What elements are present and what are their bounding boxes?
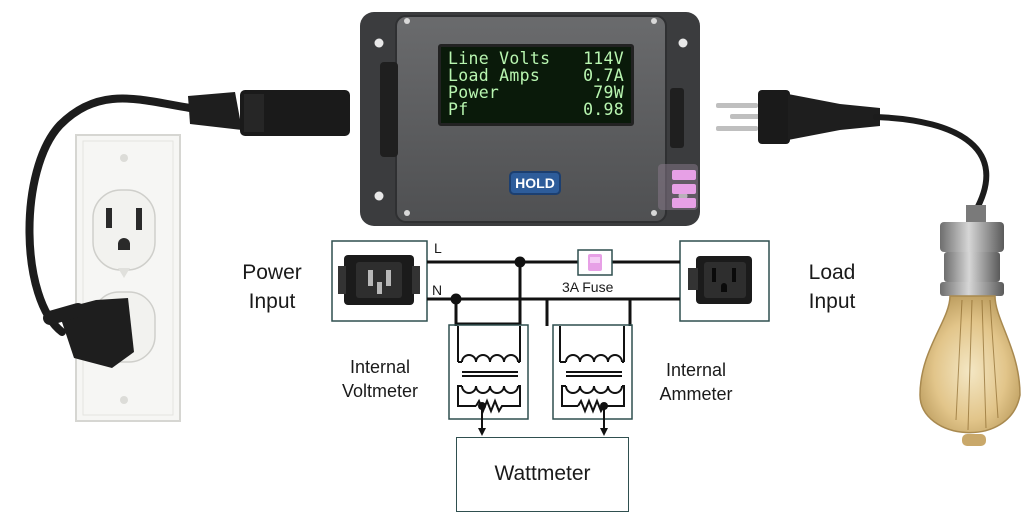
wall-outlet (75, 134, 181, 422)
lcd-row-pf: Pf 0.98 (448, 101, 624, 118)
lcd-value: 79W (593, 83, 624, 102)
lcd-row-line-volts: Line Volts 114V (448, 50, 624, 67)
lcd-label: Power (448, 83, 500, 102)
light-bulb (919, 205, 1021, 446)
line-label: L (434, 240, 442, 256)
power-cord-left (25, 90, 350, 368)
wattmeter-box: Wattmeter (456, 437, 629, 512)
label-line: Input (248, 290, 296, 313)
lcd-value: 0.7A (583, 66, 624, 85)
lcd-value: 114V (583, 49, 624, 68)
lcd-label: Load Amps (448, 66, 541, 85)
fuse-icon (577, 249, 613, 276)
voltmeter-transformer (448, 324, 529, 430)
ammeter-transformer (552, 324, 633, 430)
lcd-display: Line Volts 114V Load Amps 0.7A Power 79W… (438, 44, 634, 126)
neutral-label: N (432, 282, 443, 298)
label-line: Ammeter (659, 384, 733, 404)
ammeter-label: Internal Ammeter (644, 358, 748, 406)
lcd-label: Line Volts (448, 49, 551, 68)
load-input-label: Load Input (792, 258, 872, 316)
fuse-holder-icon (658, 164, 698, 210)
load-input-socket (679, 240, 770, 322)
wiring (427, 260, 680, 326)
label-line: Load (808, 261, 856, 284)
power-input-socket (331, 240, 428, 322)
label-line: Power (242, 261, 302, 284)
label-line: Internal (665, 360, 727, 380)
lcd-row-load-amps: Load Amps 0.7A (448, 67, 624, 84)
load-plug (716, 90, 990, 215)
junction-dot (450, 293, 462, 305)
lcd-label: Pf (448, 100, 469, 119)
power-input-label: Power Input (232, 258, 312, 316)
label-line: Voltmeter (341, 381, 419, 401)
lcd-row-power: Power 79W (448, 84, 624, 101)
label-line: Internal (349, 357, 411, 377)
label-line: Input (808, 290, 856, 313)
hold-button[interactable]: HOLD (509, 171, 561, 195)
fuse-label: 3A Fuse (562, 279, 614, 295)
voltmeter-label: Internal Voltmeter (328, 355, 432, 403)
lcd-value: 0.98 (583, 100, 624, 119)
junction-dot (514, 256, 526, 268)
